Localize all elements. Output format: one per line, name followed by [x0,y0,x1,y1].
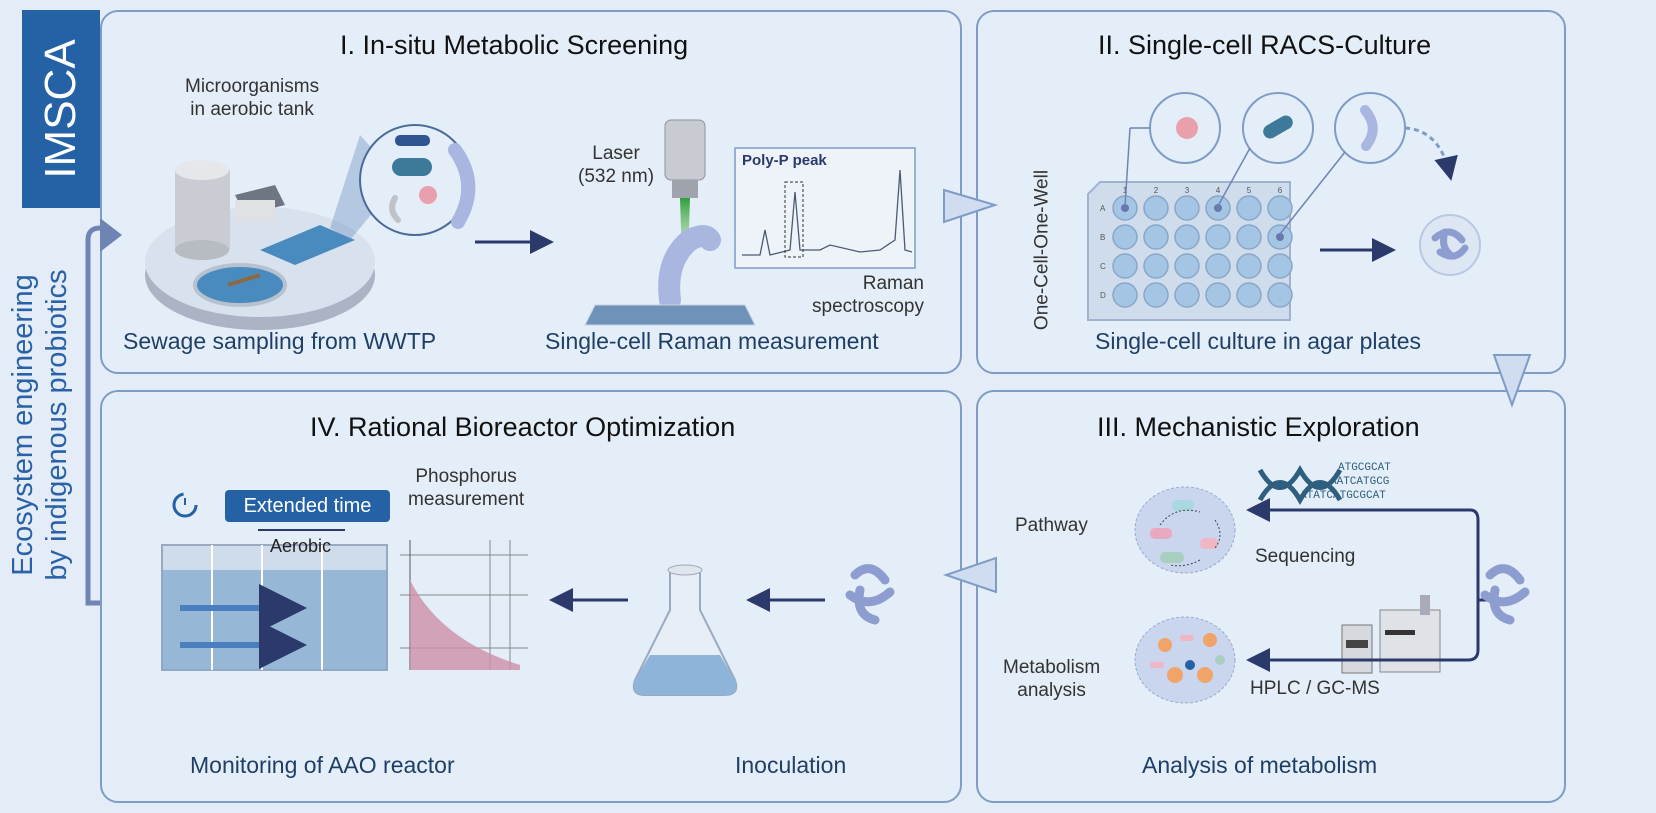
plate-row-label: B [1100,233,1105,242]
plate-well [1236,224,1262,250]
plate-well [1112,224,1138,250]
sampling-caption: Sewage sampling from WWTP [123,328,437,354]
dna-seq-1: ATGCGCAT [1338,462,1391,474]
microorganisms-label-line2: in aerobic tank [190,99,314,120]
raman-illustration [584,119,916,326]
plate-well [1267,253,1293,279]
plate-well [1174,282,1200,308]
microorganisms-label-line1: Microorganisms [185,76,320,97]
reactor-illustration [161,529,388,671]
colony-icon [1419,214,1481,276]
raman-label-line1: Raman [862,273,924,294]
plate-well [1174,253,1200,279]
plate-well [1205,282,1231,308]
panel-mechanistic-exploration [976,390,1566,803]
plate-well [1143,224,1169,250]
plate-well [1267,282,1293,308]
connector-i-to-ii [943,188,999,224]
plate-row-label: C [1100,262,1106,271]
well-cell-marker [1121,204,1129,212]
hplc-gcms-instruments [1341,595,1441,674]
plate-well [1205,224,1231,250]
phosphorus-label: Phosphorus measurement [408,465,524,511]
pathway-label: Pathway [1015,515,1088,536]
plate-row-label: A [1100,204,1106,213]
plate-column-label: 4 [1216,186,1221,195]
plate-well [1267,195,1293,221]
well-cell-marker [1276,233,1284,241]
phosphorus-label-line1: Phosphorus [415,466,517,487]
metabolism-cell [1134,616,1236,704]
plate-well [1174,195,1200,221]
culture-caption: Single-cell culture in agar plates [1095,328,1422,354]
metabolism-analysis-label: Metabolism analysis [1003,656,1100,702]
hplc-label: HPLC / GC-MS [1250,678,1380,699]
raman-label-line2: spectroscopy [812,296,924,317]
dna-seq-2: AATCATGCG [1330,476,1389,488]
plate-well [1236,195,1262,221]
raman-label: Raman spectroscopy [812,272,924,318]
title-optimization: IV. Rational Bioreactor Optimization [310,412,736,442]
title-screening: I. In-situ Metabolic Screening [340,30,689,60]
metabolism-label-line1: Metabolism [1003,657,1101,678]
phosphorus-label-line2: measurement [408,489,525,510]
exploration-caption: Analysis of metabolism [1142,752,1378,778]
well-cell-marker [1214,204,1222,212]
extended-time-badge: Extended time [225,490,390,522]
aerobic-label: Aerobic [270,536,332,556]
connector-iii-to-iv [942,556,997,594]
plate-well [1174,224,1200,250]
clock-icon [172,492,198,518]
dna-seq-3: ATATCATGCGCAT [1300,490,1386,502]
plate-well [1112,253,1138,279]
plate-well [1236,282,1262,308]
strain-icon-iv [845,564,895,625]
flask-icon [632,564,738,696]
plate-column-label: 2 [1154,186,1159,195]
feedback-loop-line [85,225,101,606]
plate-column-label: 5 [1247,186,1252,195]
laser-label-line1: Laser [592,143,640,164]
laser-label-line2: (532 nm) [578,166,655,187]
plate-well [1112,282,1138,308]
plate-well [1236,253,1262,279]
title-exploration: III. Mechanistic Exploration [1097,412,1420,442]
pathway-cell [1134,486,1236,574]
title-culture: II. Single-cell RACS-Culture [1098,30,1432,60]
sequencing-label: Sequencing [1255,546,1356,567]
plate-row-label: D [1100,291,1106,300]
dna-icon [1257,464,1343,506]
laser-label: Laser (532 nm) [578,142,654,188]
plate-well [1143,282,1169,308]
plate-column-label: 3 [1185,186,1190,195]
strain-icon-iii [1480,564,1530,625]
raman-caption: Single-cell Raman measurement [545,328,879,354]
microorganisms-label: Microorganisms in aerobic tank [185,75,319,121]
phosphorus-chart [400,540,528,670]
feedback-arrowhead [100,218,122,252]
wwtp-illustration [145,124,476,330]
connector-ii-to-iii [1492,354,1532,408]
poly-p-peak-label: Poly-P peak [742,152,827,169]
monitoring-caption: Monitoring of AAO reactor [190,752,455,778]
metabolism-label-line2: analysis [1017,680,1086,701]
plate-well [1143,253,1169,279]
bracket-line [1448,508,1500,662]
one-cell-one-well-label: One-Cell-One-Well [1031,169,1053,331]
inoculation-caption: Inoculation [735,752,847,778]
single-cell-zooms [1124,92,1458,235]
plate-well [1205,253,1231,279]
plate-well [1143,195,1169,221]
imsca-badge: IMSCA [22,10,100,208]
plate-column-label: 6 [1278,186,1283,195]
